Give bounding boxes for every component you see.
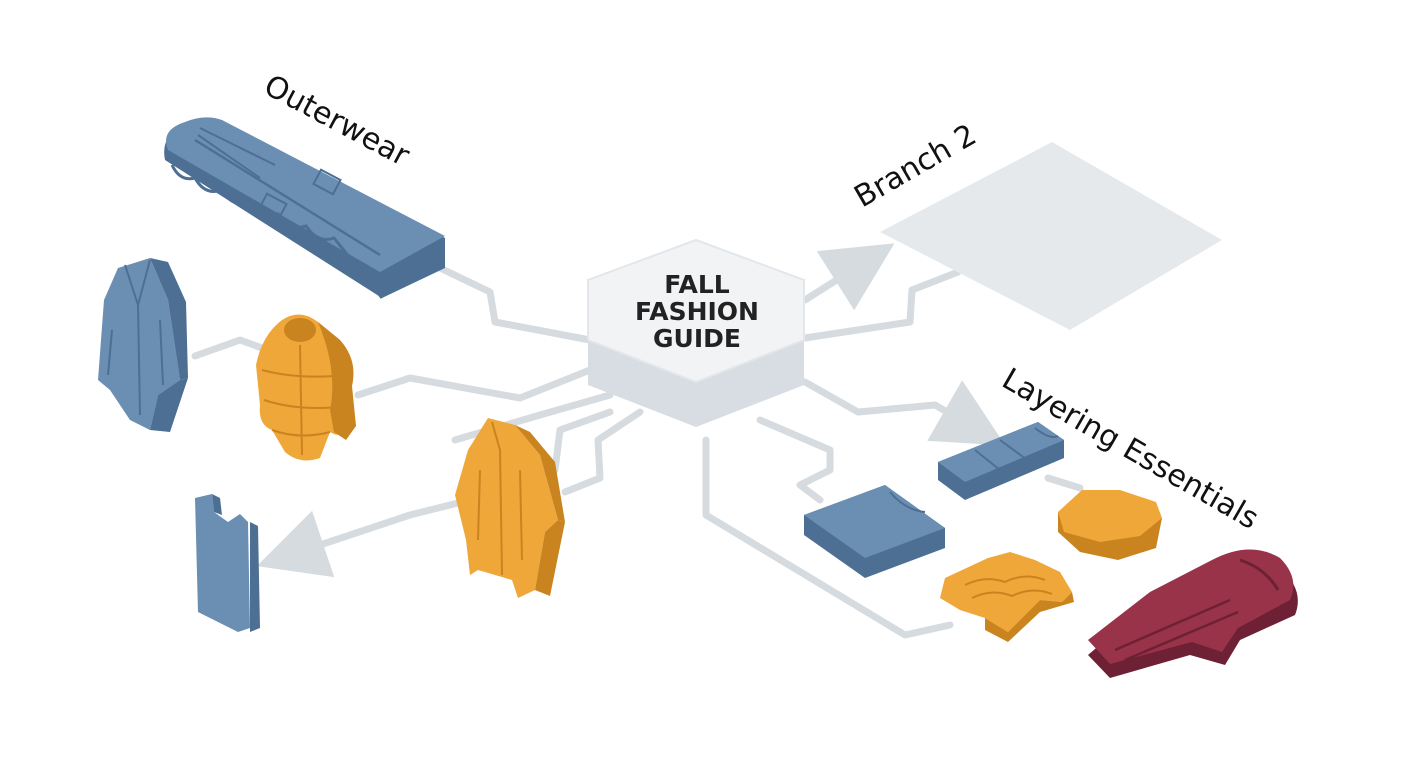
quilted-coat-icon bbox=[164, 117, 445, 299]
trench-coat-icon bbox=[98, 258, 188, 432]
folded-shirt-icon bbox=[938, 422, 1064, 500]
connector-outerwear bbox=[436, 264, 594, 344]
connector-trench bbox=[191, 336, 266, 360]
connector-branch2-arrow bbox=[801, 243, 895, 311]
connector-octagon bbox=[1044, 474, 1084, 492]
branch2-panel bbox=[880, 142, 1222, 330]
connector-layering bbox=[801, 378, 1006, 446]
connector-sweater bbox=[702, 436, 954, 639]
connector-folded-tee bbox=[756, 416, 834, 504]
octagon-swatch-icon bbox=[1058, 490, 1162, 560]
hub-title-line-1: FALL bbox=[664, 270, 729, 299]
long-cardigan-icon bbox=[455, 418, 565, 598]
knit-sweater-icon bbox=[940, 552, 1074, 642]
hub-title-line-2: FASHION bbox=[635, 297, 759, 326]
hub-node: FALL FASHION GUIDE bbox=[587, 238, 805, 427]
puffer-jacket-icon bbox=[256, 314, 356, 461]
connector-branch2 bbox=[801, 268, 962, 342]
tank-top-icon bbox=[195, 494, 260, 632]
hub-title-line-3: GUIDE bbox=[653, 324, 741, 353]
folded-tee-icon bbox=[804, 485, 945, 578]
maroon-robe-icon bbox=[1088, 549, 1298, 678]
connector-puffer bbox=[354, 366, 594, 402]
connector-cardigan bbox=[561, 408, 644, 496]
